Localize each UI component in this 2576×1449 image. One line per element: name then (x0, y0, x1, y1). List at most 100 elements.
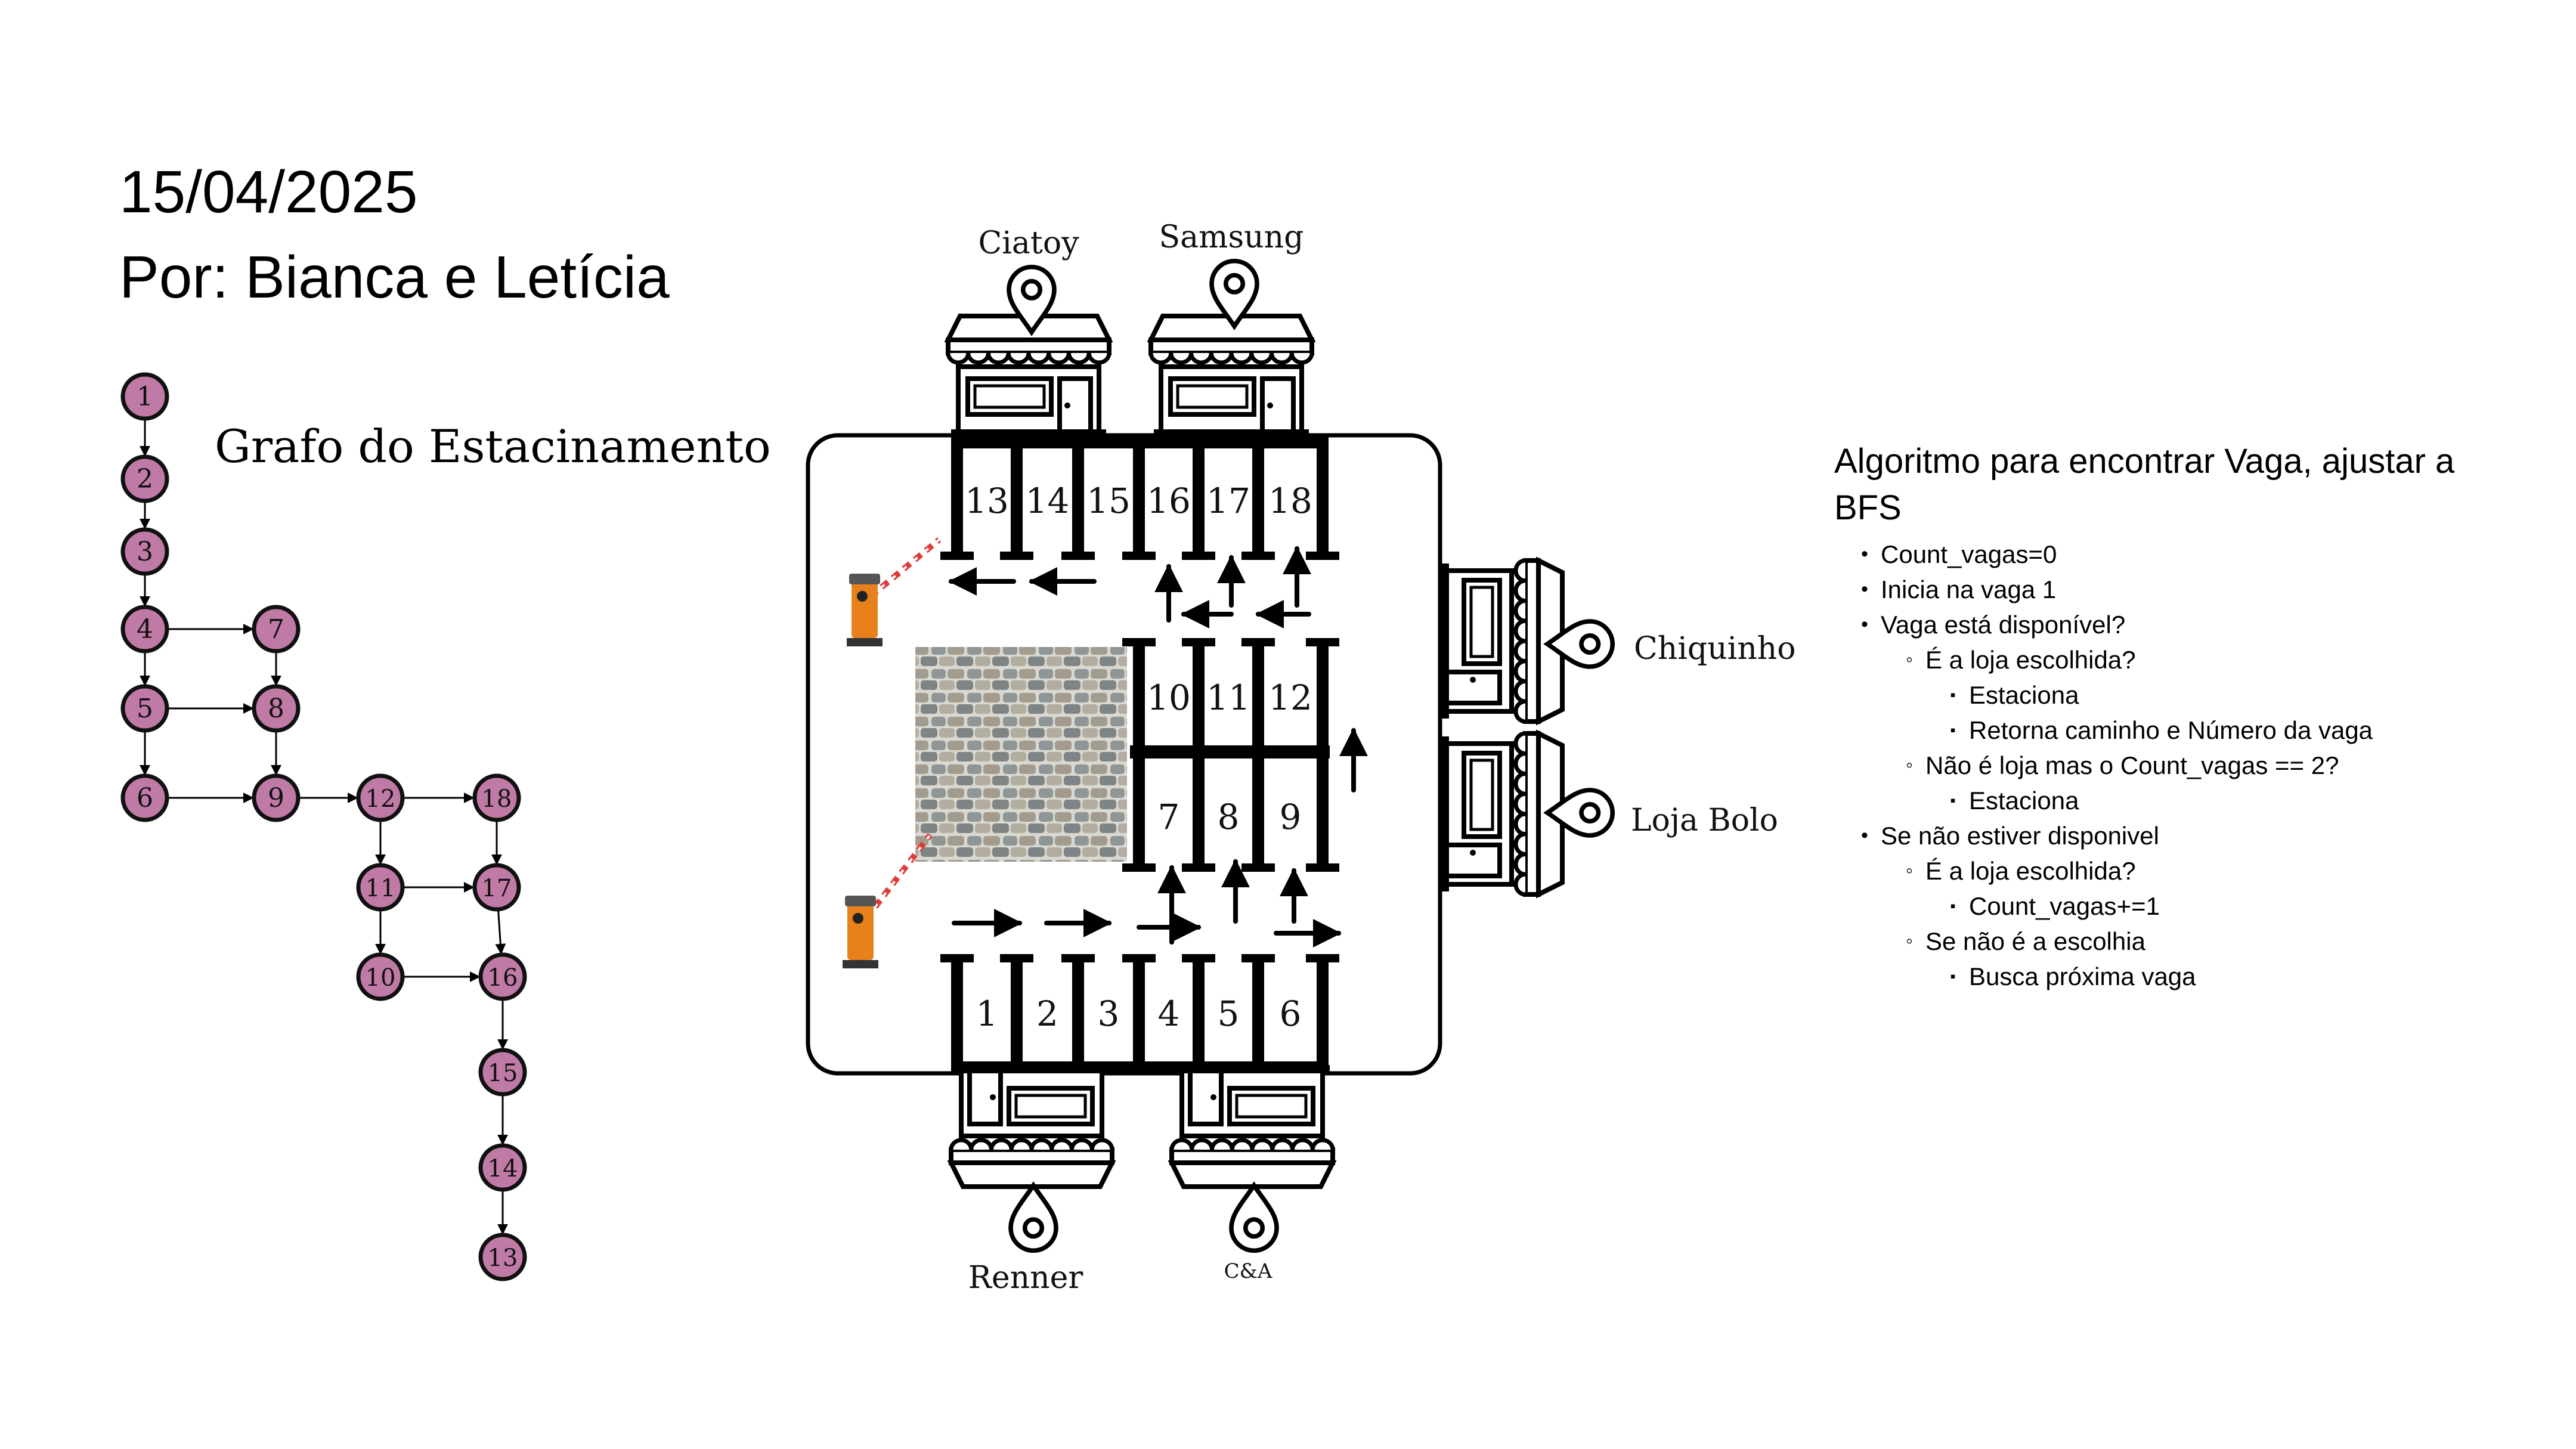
graph-node: 6 (120, 773, 169, 822)
location-pin-icon (1007, 264, 1057, 336)
svg-text:17: 17 (482, 875, 512, 902)
graph-node: 18 (472, 773, 521, 822)
svg-text:16: 16 (488, 964, 518, 992)
algorithm-step: ▪Estaciona (1950, 681, 2079, 709)
algorithm-step: ▪Count_vagas+=1 (1950, 892, 2160, 920)
svg-text:1: 1 (137, 382, 153, 412)
svg-text:14: 14 (488, 1155, 518, 1182)
algorithm-step: •Se não estiver disponivel (1861, 822, 2159, 850)
graph-title: Grafo do Estacinamento (215, 420, 771, 473)
parking-spot: 11 (1206, 677, 1250, 718)
graph-node: 9 (252, 773, 301, 822)
graph-node: 11 (356, 863, 405, 912)
graph-node: 17 (472, 863, 521, 912)
graph-node: 8 (252, 684, 301, 733)
store-label: C&A (1224, 1259, 1272, 1283)
svg-text:8: 8 (268, 693, 284, 724)
location-pin-icon (1543, 619, 1615, 669)
gate-barrier (847, 537, 942, 646)
svg-text:2: 2 (137, 464, 153, 494)
graph-node: 10 (356, 952, 405, 1001)
svg-text:18: 18 (482, 785, 512, 813)
store-label: Renner (968, 1260, 1083, 1296)
parking-spot: 16 (1147, 481, 1191, 521)
parking-spot: 3 (1098, 993, 1120, 1034)
parking-spot: 7 (1158, 797, 1180, 837)
store-icon (1147, 314, 1316, 438)
parking-spot: 9 (1280, 797, 1302, 837)
graph-node: 1 (120, 372, 169, 421)
algorithm-step: •Inicia na vaga 1 (1861, 575, 2057, 603)
store-label: Loja Bolo (1631, 803, 1778, 838)
algorithm-step: •Count_vagas=0 (1861, 540, 2057, 568)
svg-text:3: 3 (137, 537, 153, 567)
location-pin-icon (1229, 1181, 1279, 1253)
parking-spot: 15 (1086, 481, 1131, 521)
graph-node: 13 (478, 1233, 527, 1281)
graph-node: 16 (478, 952, 527, 1001)
svg-text:10: 10 (366, 964, 396, 992)
svg-text:15: 15 (488, 1060, 518, 1087)
svg-text:4: 4 (137, 614, 153, 645)
gate-barriers (843, 537, 942, 968)
graph-node: 7 (252, 605, 301, 654)
algorithm-step: •Vaga está disponível? (1861, 611, 2126, 639)
svg-text:12: 12 (366, 785, 396, 813)
algorithm-step: ▪Retorna caminho e Número da vaga (1950, 716, 2373, 744)
authors-heading: Por: Bianca e Letícia (119, 244, 670, 311)
graph-node: 14 (478, 1143, 527, 1192)
gate-barrier (843, 832, 933, 968)
parking-spot: 1 (976, 993, 998, 1034)
parking-spot: 10 (1147, 677, 1191, 718)
store-label: Ciatoy (979, 225, 1080, 261)
parking-spot: 13 (965, 481, 1009, 521)
location-pin-icon (1543, 788, 1615, 838)
algorithm-step: ◦É a loja escolhida? (1905, 646, 2136, 674)
cobblestone-area (915, 647, 1127, 862)
store-icon (944, 314, 1113, 438)
parking-spot: 5 (1218, 993, 1240, 1034)
svg-text:9: 9 (268, 783, 284, 813)
algorithm-step: ◦É a loja escolhida? (1905, 857, 2136, 885)
svg-text:11: 11 (366, 875, 396, 902)
graph-node: 4 (120, 605, 169, 654)
svg-text:7: 7 (268, 614, 284, 645)
graph-edge (495, 909, 506, 955)
algorithm-step: ◦Se não é a escolhia (1905, 927, 2145, 955)
svg-text:5: 5 (137, 693, 153, 724)
graph-node: 5 (120, 684, 169, 733)
svg-text:6: 6 (137, 783, 153, 813)
date-heading: 15/04/2025 (119, 159, 418, 225)
parking-spot: 14 (1026, 481, 1070, 521)
store-icon (1441, 556, 1565, 726)
parking-spot: 8 (1218, 797, 1240, 837)
algorithm-step: ▪Busca próxima vaga (1950, 962, 2196, 990)
parking-spot: 17 (1206, 481, 1250, 521)
location-pin-icon (1008, 1181, 1058, 1253)
parking-spot: 18 (1268, 481, 1312, 521)
traffic-arrows (948, 546, 1368, 948)
svg-text:13: 13 (488, 1244, 518, 1272)
store-label: Chiquinho (1634, 631, 1796, 667)
parking-spot: 4 (1158, 993, 1180, 1034)
graph-edges: Grafo do Estacinamento (140, 419, 771, 1235)
parking-spot: 12 (1268, 677, 1312, 718)
graph-node: 2 (120, 454, 169, 503)
store-icon (1441, 729, 1565, 899)
parking-spot: 6 (1280, 993, 1302, 1034)
graph-node: 15 (478, 1048, 527, 1097)
graph-node: 12 (356, 773, 405, 822)
location-pin-icon (1209, 258, 1259, 330)
store-icon (947, 1065, 1116, 1189)
parking-spot: 2 (1036, 993, 1058, 1034)
store-label: Samsung (1159, 219, 1304, 255)
algorithm-title: Algoritmo para encontrar Vaga, ajustar a… (1834, 442, 2455, 527)
store-icon (1168, 1065, 1337, 1189)
graph-node: 3 (120, 527, 169, 576)
